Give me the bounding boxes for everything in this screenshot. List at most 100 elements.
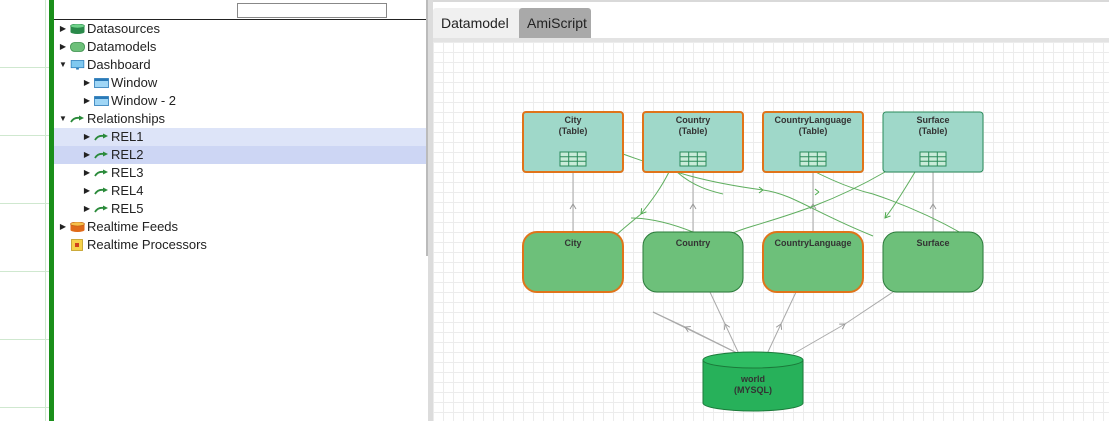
monitor-icon xyxy=(70,60,85,70)
tree-scrollbar[interactable] xyxy=(426,0,428,256)
tree-item-label: Realtime Feeds xyxy=(87,219,179,234)
relationship-arrow-icon xyxy=(94,169,108,177)
left-grid-strip xyxy=(0,0,49,421)
datamodel-node-name: City xyxy=(564,238,581,248)
tree-item-datamodels[interactable]: ▶ Datamodels xyxy=(54,38,427,56)
left-strip-divider xyxy=(45,0,46,421)
datamodel-node-city[interactable]: City xyxy=(522,231,624,293)
edge-rel-country-city xyxy=(640,171,670,215)
datasource-node-type: (MYSQL) xyxy=(734,385,772,395)
expand-arrow-icon[interactable]: ▶ xyxy=(83,132,91,141)
tab-amiscript[interactable]: AmiScript xyxy=(519,8,591,38)
datamodel-node-countrylanguage[interactable]: CountryLanguage xyxy=(762,231,864,293)
tree-item-label: Realtime Processors xyxy=(87,237,207,252)
relationship-arrow-icon xyxy=(94,205,108,213)
table-node-kind: (Table) xyxy=(559,126,588,136)
edge-world-city-arrow xyxy=(652,311,740,355)
tree-item-label: Window xyxy=(111,75,158,90)
edge-rel-country-countrylanguage xyxy=(676,171,724,195)
sidebar-accent-bar xyxy=(49,0,54,421)
panel-splitter[interactable] xyxy=(428,0,433,421)
expand-arrow-icon[interactable]: ▶ xyxy=(83,168,91,177)
expand-arrow-icon[interactable]: ▶ xyxy=(59,42,67,51)
edge-world-countrylanguage xyxy=(766,289,798,355)
tree-item-rel2[interactable]: ▶ REL2 xyxy=(54,146,427,164)
datamodel-node-surface[interactable]: Surface xyxy=(882,231,984,293)
tree-item-label: Datasources xyxy=(87,21,160,36)
datamodel-diagram: City (Table) Country (Table) xyxy=(522,111,984,412)
datasource-node-world[interactable]: world (MYSQL) xyxy=(702,351,804,412)
relationship-arrow-icon xyxy=(94,187,108,195)
datamodel-node-country[interactable]: Country xyxy=(642,231,744,293)
editor-top-border xyxy=(433,0,1109,2)
tree-item-label: Window - 2 xyxy=(111,93,177,108)
table-grid-icon xyxy=(799,151,827,167)
realtime-feed-icon xyxy=(70,222,85,232)
tree-item-label: Dashboard xyxy=(87,57,151,72)
tree-item-rel5[interactable]: ▶ REL5 xyxy=(54,200,427,218)
collapse-arrow-icon[interactable]: ▼ xyxy=(59,114,67,123)
table-node-kind: (Table) xyxy=(799,126,828,136)
datamodel-icon xyxy=(70,42,85,52)
rel-arrowhead xyxy=(814,188,820,196)
tree-item-datasources[interactable]: ▶ Datasources xyxy=(54,20,427,38)
tree-item-rel3[interactable]: ▶ REL3 xyxy=(54,164,427,182)
tree-search-input[interactable] xyxy=(237,3,387,18)
table-node-name: Surface xyxy=(916,115,949,125)
tree-item-label: REL5 xyxy=(111,201,144,216)
expand-arrow-icon[interactable]: ▶ xyxy=(83,204,91,213)
table-node-surface[interactable]: Surface (Table) xyxy=(882,111,984,173)
edge-rel-surface-countrylanguage xyxy=(884,171,916,219)
tree-item-relationships[interactable]: ▼ Relationships xyxy=(54,110,427,128)
datasource-node-name: world xyxy=(740,374,765,384)
edge-world-country xyxy=(708,289,740,355)
tree-item-label: REL2 xyxy=(111,147,144,162)
explorer-tree-panel: ▶ Datasources ▶ Datamodels ▼ Dashboard ▶… xyxy=(54,0,427,421)
processor-icon xyxy=(71,239,83,251)
expand-arrow-icon[interactable]: ▶ xyxy=(83,186,91,195)
table-node-kind: (Table) xyxy=(679,126,708,136)
tree-item-realtime-processors[interactable]: Realtime Processors xyxy=(54,236,427,254)
datamodel-node-name: Country xyxy=(676,238,711,248)
tree-item-rel1[interactable]: ▶ REL1 xyxy=(54,128,427,146)
table-node-name: Country xyxy=(676,115,711,125)
table-grid-icon xyxy=(679,151,707,167)
table-node-name: CountryLanguage xyxy=(774,115,851,125)
tree-header-divider xyxy=(54,19,427,20)
tree-item-window-2[interactable]: ▶ Window - 2 xyxy=(54,92,427,110)
edge-rel-surface-country xyxy=(718,171,886,241)
expand-arrow-icon[interactable]: ▶ xyxy=(83,78,91,87)
tree-item-dashboard[interactable]: ▼ Dashboard xyxy=(54,56,427,74)
datamodel-diagram-canvas[interactable]: City (Table) Country (Table) xyxy=(433,42,1109,421)
table-node-country[interactable]: Country (Table) xyxy=(642,111,744,173)
tree-item-rel4[interactable]: ▶ REL4 xyxy=(54,182,427,200)
tree-item-window[interactable]: ▶ Window xyxy=(54,74,427,92)
tree-item-realtime-feeds[interactable]: ▶ Realtime Feeds xyxy=(54,218,427,236)
table-grid-icon xyxy=(919,151,947,167)
relationship-arrow-icon xyxy=(94,151,108,159)
expand-arrow-icon[interactable]: ▶ xyxy=(83,150,91,159)
tree-item-label: REL4 xyxy=(111,183,144,198)
expand-arrow-icon[interactable]: ▶ xyxy=(59,24,67,33)
relationship-arrow-icon xyxy=(94,133,108,141)
table-node-kind: (Table) xyxy=(919,126,948,136)
editor-panel: Datamodel AmiScript xyxy=(433,0,1109,421)
datamodel-node-name: CountryLanguage xyxy=(774,238,851,248)
tree-item-label: Relationships xyxy=(87,111,166,126)
collapse-arrow-icon[interactable]: ▼ xyxy=(59,60,67,69)
table-node-name: City xyxy=(564,115,581,125)
expand-arrow-icon[interactable]: ▶ xyxy=(83,96,91,105)
relationship-arrow-icon xyxy=(70,115,84,123)
tab-strip-border xyxy=(433,38,1109,42)
window-icon xyxy=(94,96,109,106)
rel-arrowhead xyxy=(758,186,764,194)
datamodel-node-name: Surface xyxy=(916,238,949,248)
edge-rel-city-country-lower xyxy=(630,217,694,233)
expand-arrow-icon[interactable]: ▶ xyxy=(59,222,67,231)
table-grid-icon xyxy=(559,151,587,167)
tab-datamodel[interactable]: Datamodel xyxy=(433,8,522,38)
tree-item-label: Datamodels xyxy=(87,39,157,54)
tree-item-label: REL1 xyxy=(111,129,144,144)
table-node-city[interactable]: City (Table) xyxy=(522,111,624,173)
table-node-countrylanguage[interactable]: CountryLanguage (Table) xyxy=(762,111,864,173)
